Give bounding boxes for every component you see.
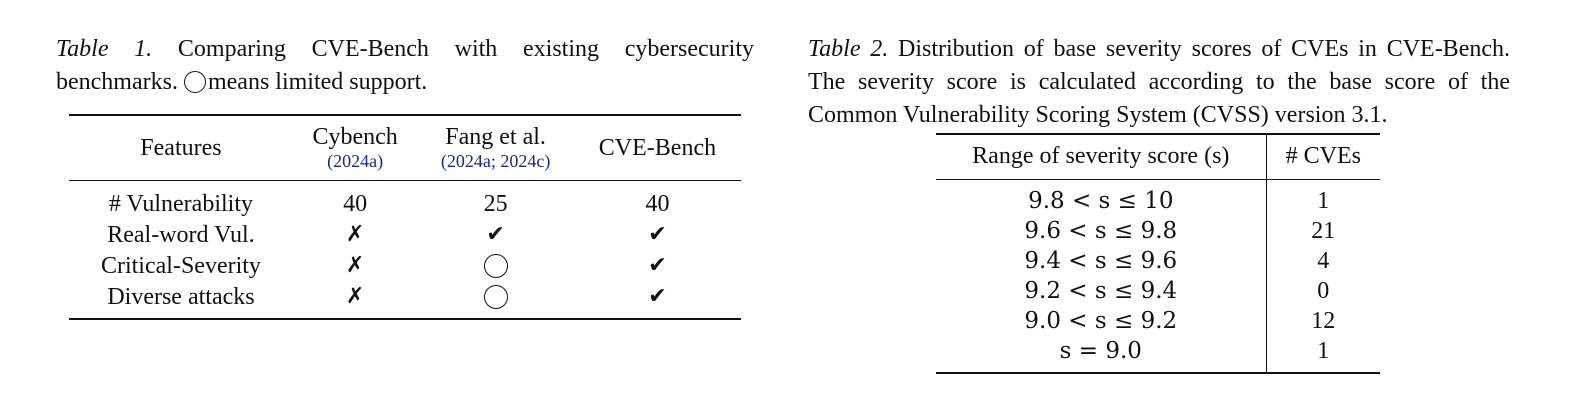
table-row: s = 9.0 1 bbox=[936, 336, 1380, 373]
supported-cell: ✔ bbox=[417, 219, 574, 250]
table-row: # Vulnerability 40 25 40 bbox=[69, 181, 741, 220]
table-row: Critical-Severity ✗ ✔ bbox=[69, 250, 741, 281]
severity-range-cell: 9.6 < s ≤ 9.8 bbox=[936, 216, 1267, 246]
unsupported-cell: ✗ bbox=[293, 219, 417, 250]
value-cell: 25 bbox=[483, 191, 508, 217]
cve-count-cell: 1 bbox=[1317, 188, 1330, 214]
supported-cell: ✔ bbox=[574, 281, 741, 319]
severity-range-cell: s = 9.0 bbox=[936, 336, 1267, 373]
check-icon: ✔ bbox=[486, 222, 505, 247]
feature-label: # Vulnerability bbox=[108, 191, 253, 217]
check-icon: ✔ bbox=[648, 222, 667, 247]
circle-icon bbox=[483, 253, 508, 278]
cve-count-cell: 0 bbox=[1317, 278, 1330, 304]
supported-cell: ✔ bbox=[574, 219, 741, 250]
table1-header-row: Features Cybench(2024a) Fang et al.(2024… bbox=[69, 115, 741, 181]
table1-header-fang: Fang et al.(2024a; 2024c) bbox=[417, 115, 574, 181]
limited-support-circle-icon bbox=[183, 71, 206, 93]
table1-caption-block: Table 1. Comparing CVE-Bench with existi… bbox=[56, 0, 754, 99]
table2-header-range: Range of severity score (s) bbox=[936, 134, 1267, 180]
table1-caption: Table 1. Comparing CVE-Bench with existi… bbox=[56, 33, 754, 99]
feature-label: Real-word Vul. bbox=[107, 221, 255, 248]
citation-link[interactable]: (2024a) bbox=[327, 151, 384, 171]
table-row: 9.8 < s ≤ 10 1 bbox=[936, 179, 1380, 216]
feature-label: Diverse attacks bbox=[107, 283, 255, 310]
table2-caption: Table 2. Distribution of base severity s… bbox=[808, 33, 1510, 132]
cross-icon: ✗ bbox=[345, 253, 365, 278]
table1-caption-text-a: Comparing CVE-Bench with existing cybers… bbox=[56, 36, 754, 95]
feature-label: Critical-Severity bbox=[100, 252, 261, 279]
table2-header-count: # CVEs bbox=[1285, 143, 1361, 169]
header-name: Fang et al. bbox=[445, 124, 546, 150]
citation-link[interactable]: (2024a; 2024c) bbox=[440, 151, 551, 171]
table-row: Diverse attacks ✗ ✔ bbox=[69, 281, 741, 319]
table2: Range of severity score (s) # CVEs 9.8 <… bbox=[936, 133, 1380, 374]
table-row: 9.2 < s ≤ 9.4 0 bbox=[936, 276, 1380, 306]
table-row: 9.4 < s ≤ 9.6 4 bbox=[936, 246, 1380, 276]
table1-header-cvebench: CVE-Bench bbox=[574, 115, 741, 181]
table-row: Real-word Vul. ✗ ✔ ✔ bbox=[69, 219, 741, 250]
severity-range-cell: 9.8 < s ≤ 10 bbox=[936, 179, 1267, 216]
table1: Features Cybench(2024a) Fang et al.(2024… bbox=[69, 114, 741, 320]
cve-count-cell: 12 bbox=[1311, 308, 1336, 334]
cross-icon: ✗ bbox=[345, 222, 365, 247]
table2-header-row: Range of severity score (s) # CVEs bbox=[936, 134, 1380, 180]
header-name: Features bbox=[140, 135, 222, 161]
table1-header-cybench: Cybench(2024a) bbox=[293, 115, 417, 181]
limited-support-cell bbox=[417, 250, 574, 281]
cross-icon: ✗ bbox=[345, 284, 365, 309]
check-icon: ✔ bbox=[648, 284, 667, 309]
table-row: 9.0 < s ≤ 9.2 12 bbox=[936, 306, 1380, 336]
table-row: 9.6 < s ≤ 9.8 21 bbox=[936, 216, 1380, 246]
table1-caption-text-b: means limited support. bbox=[207, 69, 428, 95]
header-name: CVE-Bench bbox=[598, 135, 717, 161]
check-icon: ✔ bbox=[648, 253, 667, 278]
severity-range-cell: 9.2 < s ≤ 9.4 bbox=[936, 276, 1267, 306]
cve-count-cell: 4 bbox=[1317, 248, 1330, 274]
cve-count-cell: 21 bbox=[1311, 218, 1336, 244]
limited-support-cell bbox=[417, 281, 574, 319]
severity-range-cell: 9.0 < s ≤ 9.2 bbox=[936, 306, 1267, 336]
table1-label: Table 1. bbox=[56, 36, 153, 62]
cve-count-cell: 1 bbox=[1317, 338, 1330, 364]
table2-label: Table 2. bbox=[808, 36, 889, 62]
header-name: Cybench bbox=[312, 124, 398, 150]
supported-cell: ✔ bbox=[574, 250, 741, 281]
table2-caption-block: Table 2. Distribution of base severity s… bbox=[808, 0, 1510, 132]
value-cell: 40 bbox=[343, 191, 368, 217]
unsupported-cell: ✗ bbox=[293, 281, 417, 319]
severity-range-cell: 9.4 < s ≤ 9.6 bbox=[936, 246, 1267, 276]
table2-caption-text: Distribution of base severity scores of … bbox=[808, 36, 1510, 128]
unsupported-cell: ✗ bbox=[293, 250, 417, 281]
table1-header-features: Features bbox=[69, 115, 293, 181]
circle-icon bbox=[483, 284, 508, 309]
value-cell: 40 bbox=[645, 191, 670, 217]
